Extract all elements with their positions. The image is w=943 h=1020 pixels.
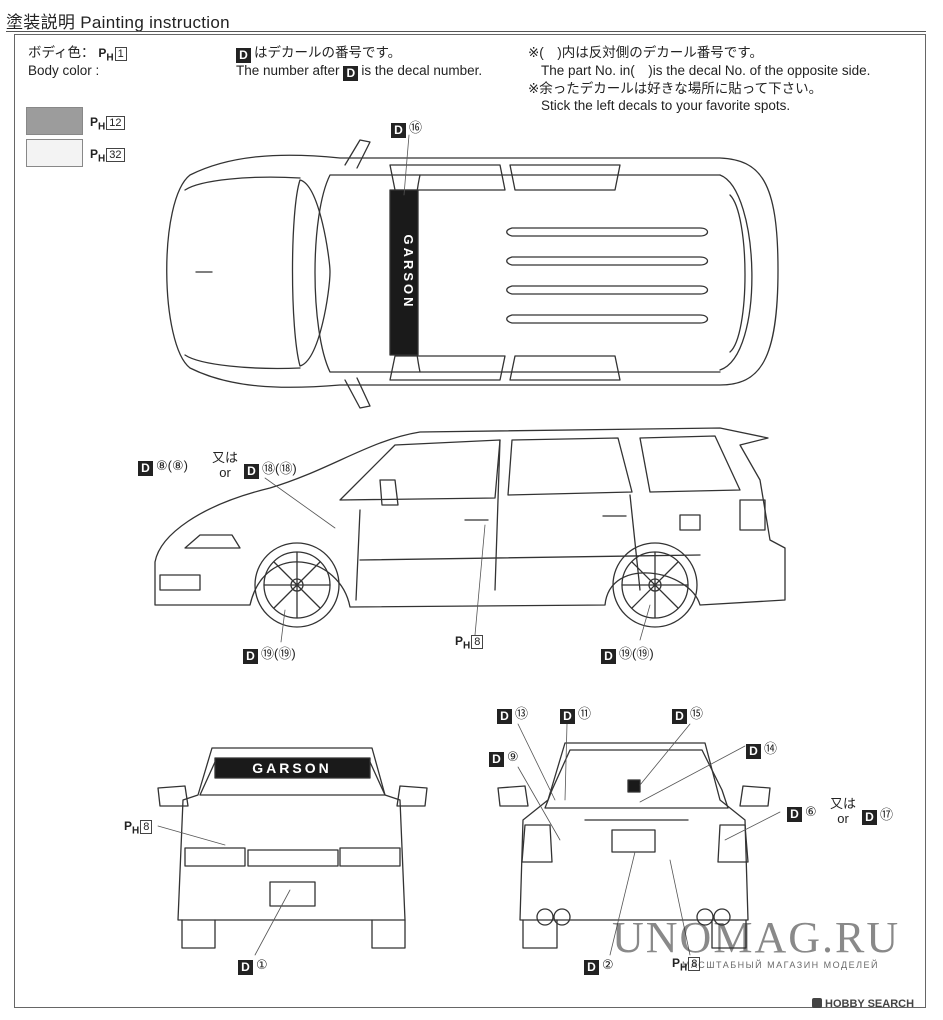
- body-color-number: 1: [114, 47, 127, 61]
- ph-paint-code: PH: [98, 46, 114, 64]
- leader-lines: [157, 134, 781, 956]
- title-jp: 塗装説明: [6, 13, 76, 32]
- opposite-note-en: The part No. in( )is the decal No. of th…: [541, 63, 871, 78]
- rear-view-car: [497, 742, 771, 949]
- side-view-car: [154, 427, 786, 628]
- instruction-frame: [14, 34, 926, 1008]
- page-title: 塗装説明 Painting instruction: [6, 8, 230, 33]
- opposite-note-jp: ※( )内は反対側のデカール番号です。: [528, 45, 763, 60]
- hobby-search-icon: [812, 998, 822, 1008]
- decal-d-icon: D: [236, 48, 251, 63]
- watermark-unomag: UNOMAG.RU: [612, 913, 901, 962]
- leftover-note-jp: ※余ったデカールは好きな場所に貼って下さい。: [528, 81, 823, 96]
- color-swatch-white: [26, 139, 83, 167]
- color-swatch-gray: [26, 107, 83, 135]
- front-view-car: [157, 747, 428, 949]
- front-windshield-decal: GARSON: [252, 760, 331, 776]
- watermark-hobby-search: HOBBY SEARCH: [812, 998, 914, 1010]
- top-view-car: [166, 139, 779, 409]
- watermark-subtitle: МАСШТАБНЫЙ МАГАЗИН МОДЕЛЕЙ: [682, 960, 879, 970]
- leftover-note-en: Stick the left decals to your favorite s…: [541, 98, 791, 113]
- title-divider: [6, 31, 926, 32]
- roof-decal: GARSON: [401, 234, 416, 309]
- title-en: Painting instruction: [80, 13, 230, 32]
- decal-d-icon: D: [343, 66, 359, 81]
- body-color-label-en: Body color :: [28, 63, 100, 78]
